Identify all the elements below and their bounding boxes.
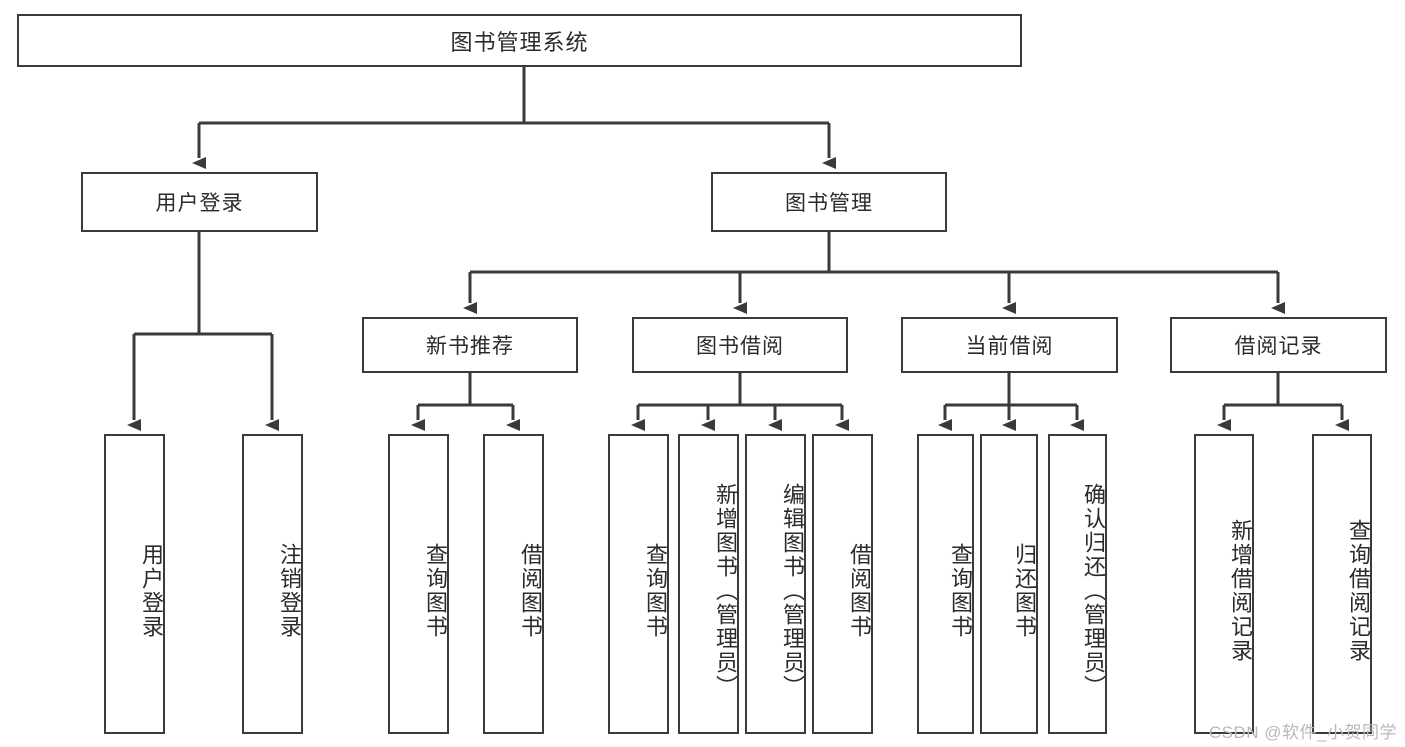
leaf-query-book-2-label: 查询图书 <box>643 543 668 639</box>
node-new-book-rec-label: 新书推荐 <box>426 335 514 358</box>
leaf-borrow-book-2[interactable]: 借阅图书 <box>812 434 873 734</box>
leaf-confirm-return-label: 确认归还（管理员） <box>1081 483 1106 699</box>
leaf-query-book-2[interactable]: 查询图书 <box>608 434 669 734</box>
node-borrow-record[interactable]: 借阅记录 <box>1170 317 1387 373</box>
node-root-label: 图书管理系统 <box>450 29 589 55</box>
leaf-query-book-1[interactable]: 查询图书 <box>388 434 449 734</box>
leaf-query-book-1-label: 查询图书 <box>423 543 448 639</box>
node-current-borrow[interactable]: 当前借阅 <box>901 317 1118 373</box>
node-book-management-label: 图书管理 <box>785 192 873 215</box>
leaf-user-login-label: 用户登录 <box>139 543 164 639</box>
leaf-add-record-label: 新增借阅记录 <box>1228 519 1253 663</box>
node-book-management[interactable]: 图书管理 <box>711 172 947 232</box>
leaf-user-login[interactable]: 用户登录 <box>104 434 165 734</box>
leaf-query-record[interactable]: 查询借阅记录 <box>1312 434 1372 734</box>
leaf-borrow-book-1[interactable]: 借阅图书 <box>483 434 544 734</box>
watermark: CSDN @软件_小贺同学 <box>1208 723 1397 742</box>
leaf-query-book-3[interactable]: 查询图书 <box>917 434 974 734</box>
node-book-borrow[interactable]: 图书借阅 <box>632 317 848 373</box>
leaf-borrow-book-1-label: 借阅图书 <box>518 543 543 639</box>
leaf-add-record[interactable]: 新增借阅记录 <box>1194 434 1254 734</box>
leaf-edit-book-label: 编辑图书（管理员） <box>780 483 805 699</box>
leaf-edit-book[interactable]: 编辑图书（管理员） <box>745 434 806 734</box>
leaf-user-logout[interactable]: 注销登录 <box>242 434 303 734</box>
leaf-add-book[interactable]: 新增图书（管理员） <box>678 434 739 734</box>
leaf-query-record-label: 查询借阅记录 <box>1346 519 1371 663</box>
leaf-add-book-label: 新增图书（管理员） <box>713 483 738 699</box>
node-user-login[interactable]: 用户登录 <box>81 172 318 232</box>
leaf-return-book-label: 归还图书 <box>1012 543 1037 639</box>
leaf-user-logout-label: 注销登录 <box>277 543 302 639</box>
node-user-login-label: 用户登录 <box>155 192 244 215</box>
node-book-borrow-label: 图书借阅 <box>696 335 784 358</box>
leaf-borrow-book-2-label: 借阅图书 <box>847 543 872 639</box>
node-root[interactable]: 图书管理系统 <box>17 14 1022 67</box>
node-borrow-record-label: 借阅记录 <box>1234 335 1323 358</box>
node-new-book-rec[interactable]: 新书推荐 <box>362 317 578 373</box>
leaf-query-book-3-label: 查询图书 <box>948 543 973 639</box>
node-current-borrow-label: 当前借阅 <box>965 335 1054 358</box>
leaf-return-book[interactable]: 归还图书 <box>980 434 1038 734</box>
leaf-confirm-return[interactable]: 确认归还（管理员） <box>1048 434 1107 734</box>
